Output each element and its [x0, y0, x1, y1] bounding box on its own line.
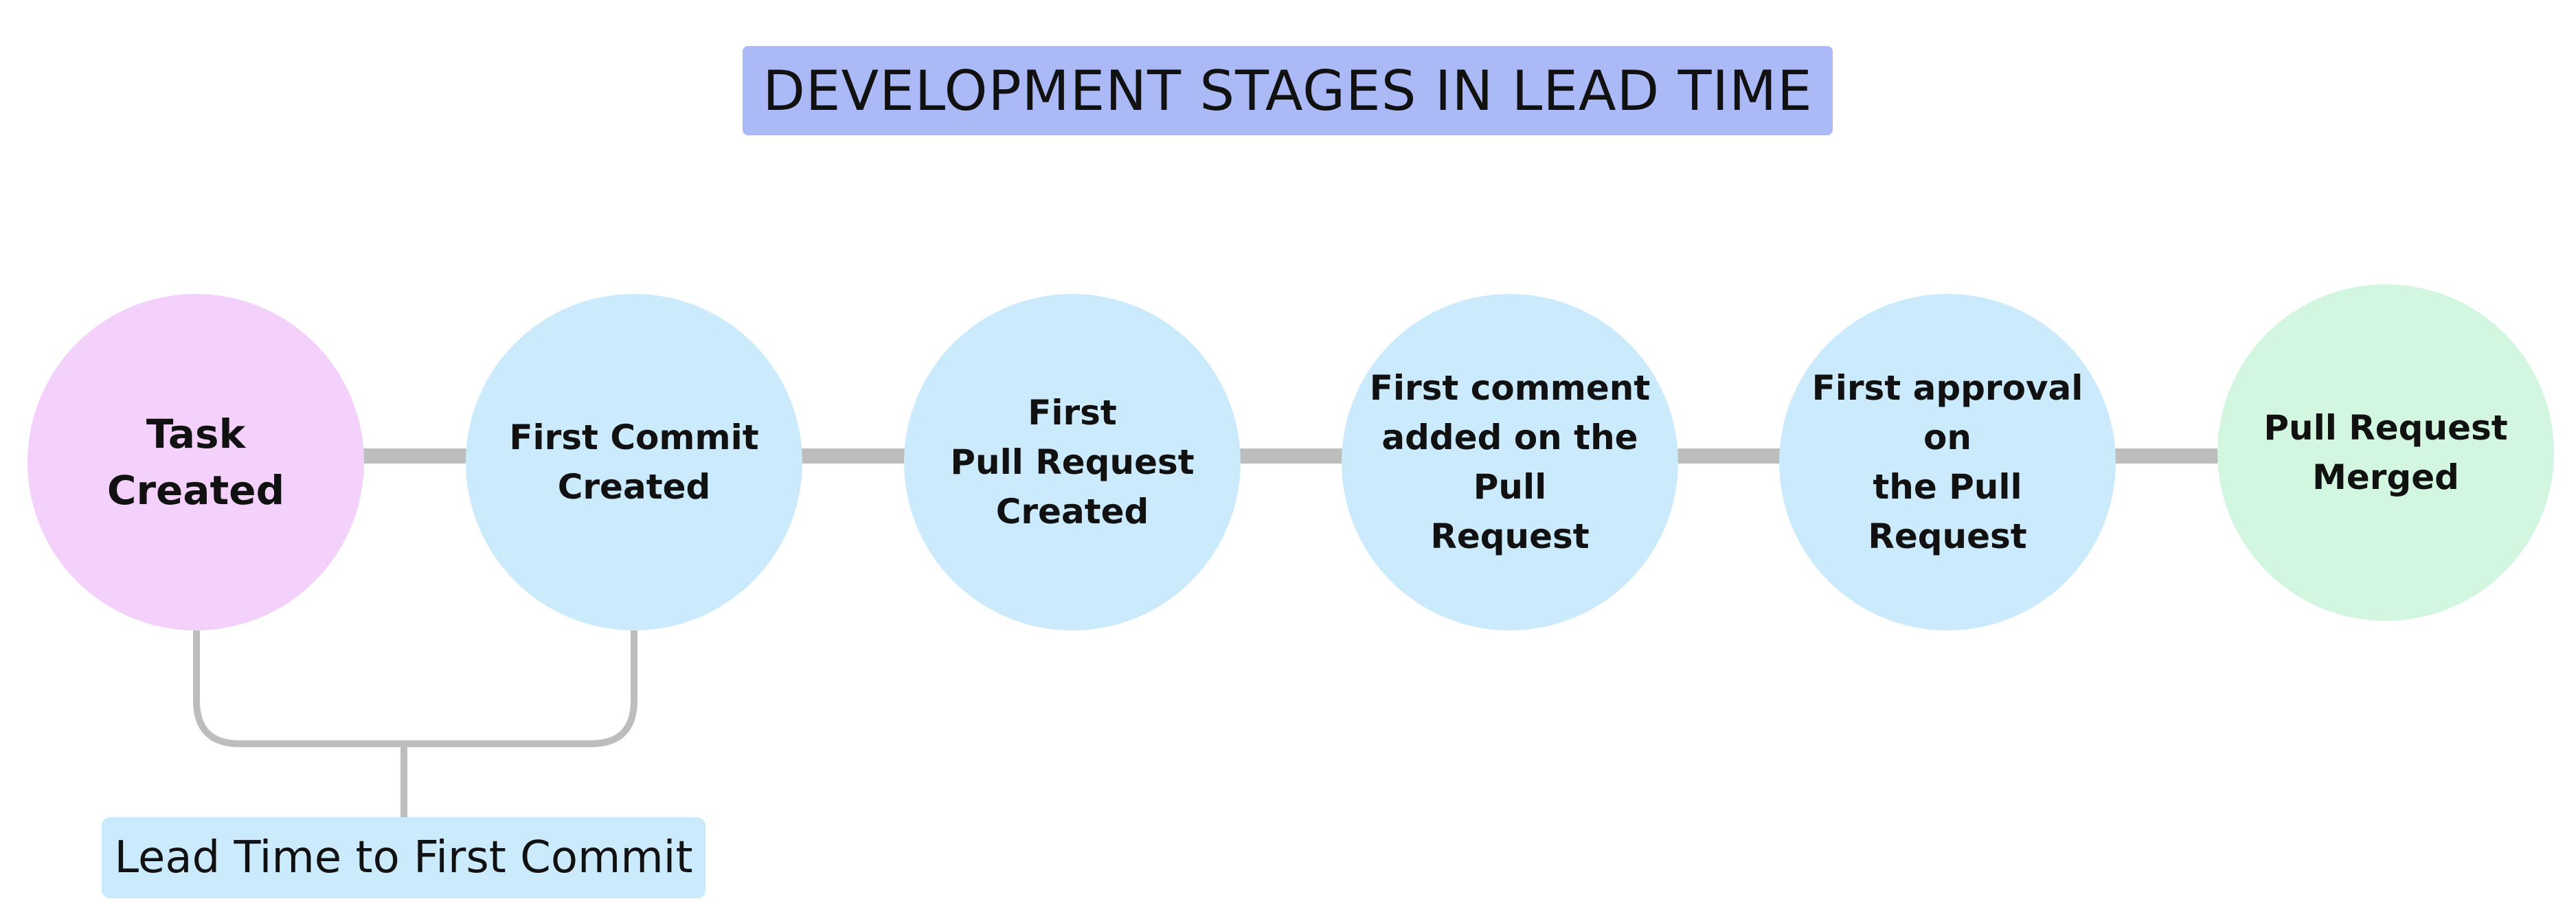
connector-3-4 — [1237, 448, 1344, 464]
stage-first-approval: First approval on the Pull Request — [1779, 294, 2116, 630]
stage-label: First approval on the Pull Request — [1811, 368, 2083, 556]
diagram-title: DEVELOPMENT STAGES IN LEAD TIME — [743, 46, 1833, 135]
connector-1-2 — [363, 448, 469, 464]
stage-first-comment-added: First comment added on the Pull Request — [1342, 294, 1678, 630]
stage-label: Task Created — [106, 411, 285, 514]
stage-label: First Commit Created — [509, 418, 759, 507]
stage-task-created: Task Created — [27, 294, 364, 630]
lead-time-label: Lead Time to First Commit — [102, 817, 705, 898]
bracket-line — [193, 630, 637, 747]
stage-label: First Pull Request Created — [950, 393, 1195, 532]
connector-5-6 — [2113, 448, 2219, 464]
stage-label: First comment added on the Pull Request — [1369, 368, 1651, 556]
connector-2-3 — [800, 448, 907, 464]
connector-4-5 — [1675, 448, 1782, 464]
stage-first-commit-created: First Commit Created — [466, 294, 802, 630]
stage-first-pull-request-created: First Pull Request Created — [904, 294, 1241, 630]
stage-label: Pull Request Merged — [2263, 408, 2508, 497]
stage-pull-request-merged: Pull Request Merged — [2217, 284, 2554, 621]
